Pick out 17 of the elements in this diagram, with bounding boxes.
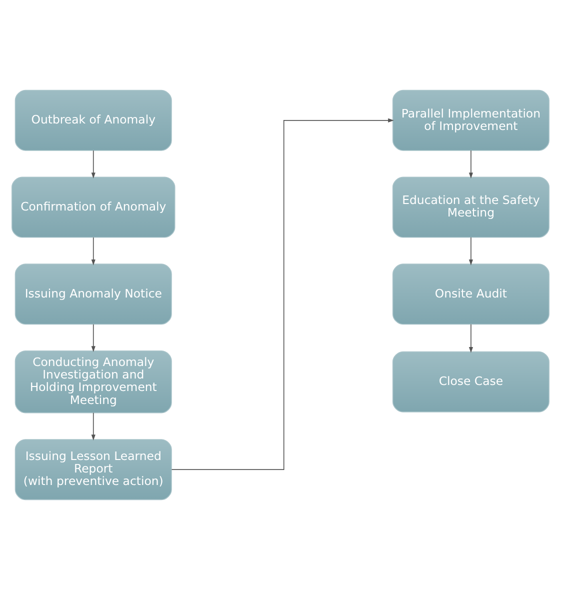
node-box: Close Case — [392, 350, 550, 412]
node-box: Issuing Anomaly Notice — [14, 263, 172, 324]
node-box: Issuing Lesson Learned Report (with preventive action) — [14, 438, 172, 500]
node-box: Parallel Implementation of Improvement — [392, 89, 550, 150]
arrow — [468, 150, 473, 178]
node-box: Confirmation of Anomaly — [12, 176, 176, 238]
node-box: Education at the Safety Meeting — [392, 176, 550, 238]
node-box: Onsite Audit — [392, 263, 550, 324]
arrow — [91, 323, 96, 352]
node-box: Outbreak of Anomaly — [14, 89, 172, 150]
arrow — [468, 323, 473, 352]
arrow — [91, 412, 96, 440]
arrow — [468, 236, 473, 265]
arrow — [91, 236, 96, 265]
node-box: Conducting Anomaly Investigation and Holding Improvement Meeting — [14, 350, 172, 413]
arrow — [91, 150, 96, 178]
arrow — [171, 118, 394, 470]
